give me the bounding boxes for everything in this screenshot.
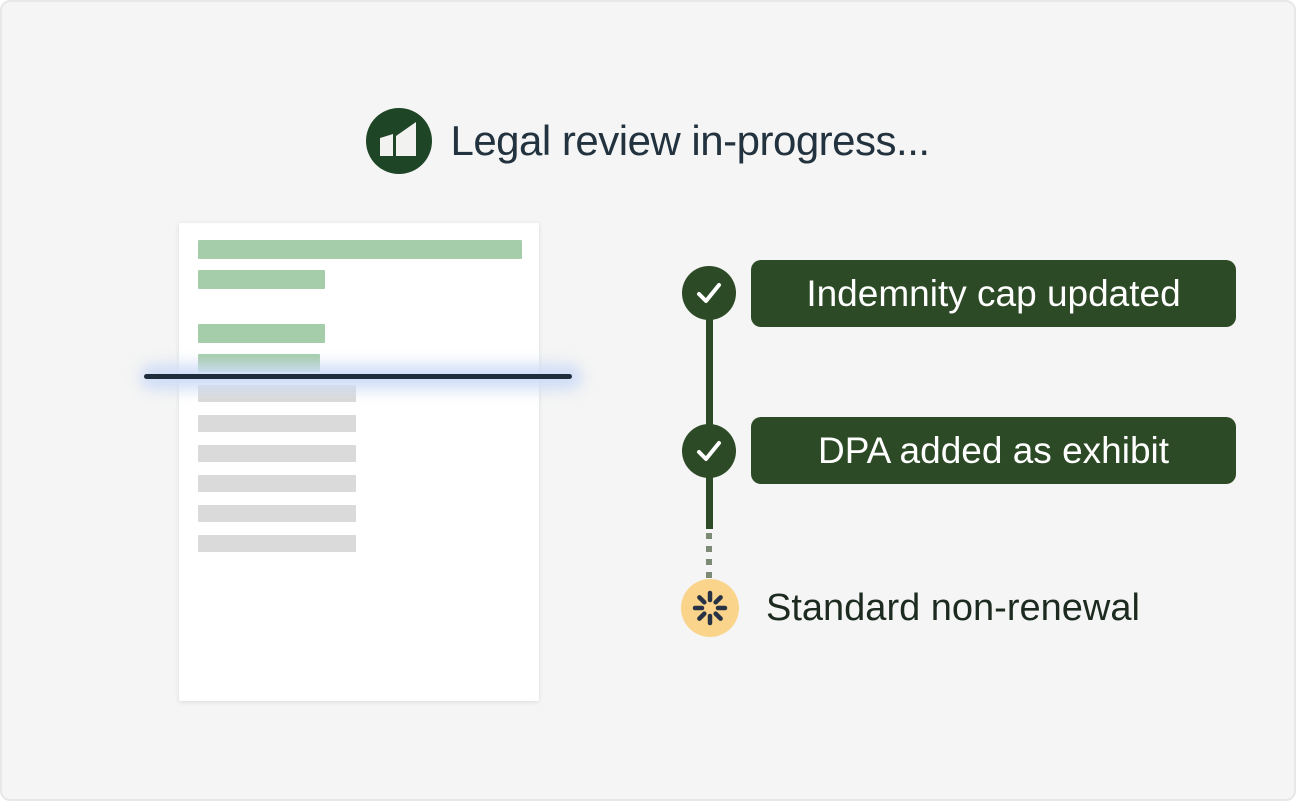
doc-text-line — [198, 270, 325, 289]
doc-text-line — [198, 535, 356, 552]
header: Legal review in-progress... — [2, 108, 1294, 174]
doc-text-line — [198, 445, 356, 462]
doc-text-line — [198, 415, 356, 432]
timeline-connector-dotted — [706, 533, 712, 580]
step-2-status-circle — [682, 424, 736, 478]
step-1-status-circle — [682, 266, 736, 320]
step-1-label: Indemnity cap updated — [806, 272, 1181, 314]
doc-text-line — [198, 324, 325, 343]
step-2-label: DPA added as exhibit — [817, 429, 1170, 471]
scan-line — [144, 374, 572, 379]
check-icon — [697, 441, 721, 461]
step-1-badge: Indemnity cap updated — [751, 260, 1236, 327]
page-title: Legal review in-progress... — [450, 117, 930, 164]
document-preview-card — [179, 223, 539, 701]
check-icon — [697, 283, 721, 303]
step-3-label: Standard non-renewal — [766, 586, 1140, 629]
document-growth-logo-icon — [366, 108, 433, 174]
step-3-status-circle — [681, 579, 739, 637]
spinner-icon — [692, 590, 728, 626]
step-2-badge: DPA added as exhibit — [751, 417, 1236, 484]
doc-text-line — [198, 505, 356, 522]
doc-text-line — [198, 475, 356, 492]
doc-text-line — [198, 240, 522, 259]
timeline-connector-solid — [706, 293, 713, 529]
